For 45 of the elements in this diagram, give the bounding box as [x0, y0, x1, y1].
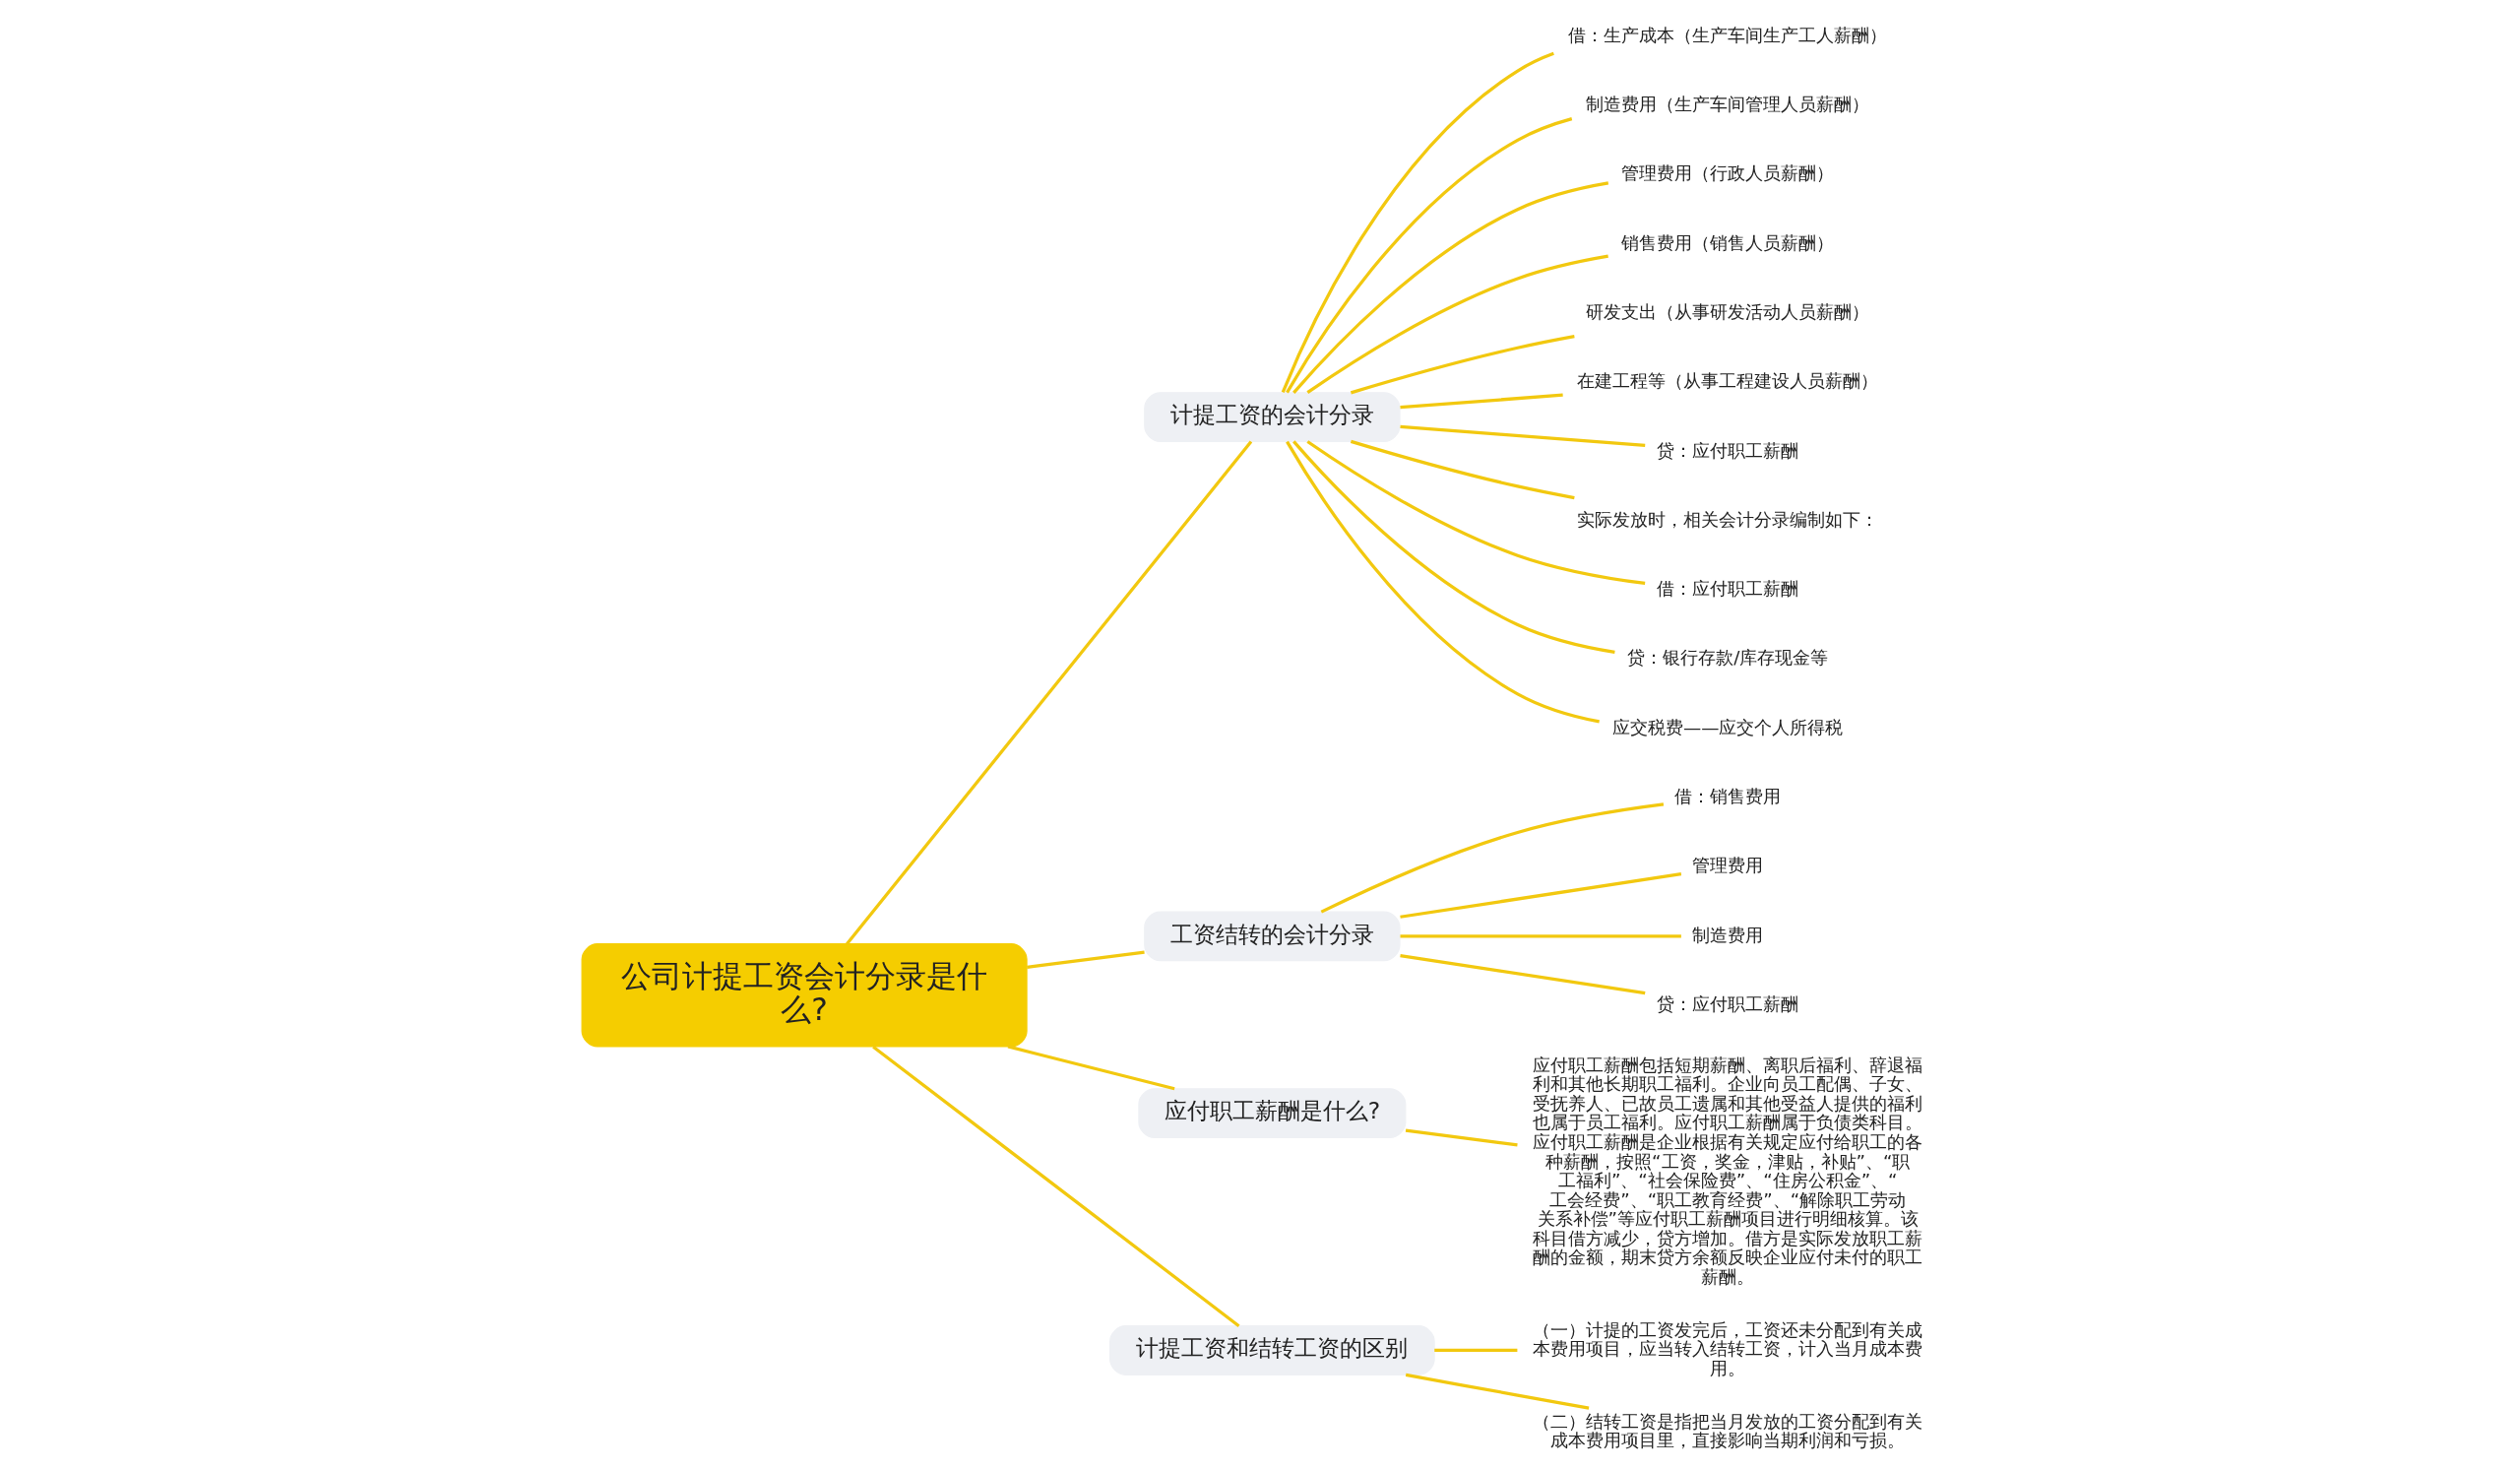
connector [1007, 1045, 1175, 1091]
connector [1405, 1128, 1518, 1147]
connector [1400, 393, 1563, 410]
node-text: （一）计提的工资发完后，工资还未分配到有关成本费用项目，应当转入结转工资，计入当月成本费用。 [1533, 1318, 1923, 1378]
node-text: 应交税费——应交个人所得税 [1612, 716, 1844, 737]
connector [1405, 1373, 1590, 1410]
connector [1292, 181, 1609, 394]
connector [846, 440, 1253, 945]
connector [1400, 954, 1646, 995]
node-text: 借：生产成本（生产车间生产工人薪酬） [1568, 24, 1888, 45]
connector [1320, 802, 1665, 914]
node-text: 借：销售费用 [1674, 786, 1782, 807]
node-text: 制造费用 [1692, 924, 1764, 945]
node-text: 贷：银行存款/库存现金等 [1627, 647, 1829, 669]
connector [1286, 440, 1600, 724]
node-box: 工资结转的会计分录 [1144, 911, 1401, 962]
connector [1350, 439, 1575, 500]
node-text: 借：应付职工薪酬 [1657, 578, 1799, 600]
node-text: 在建工程等（从事工程建设人员薪酬） [1577, 370, 1879, 392]
connector [1306, 254, 1608, 394]
connector [1434, 1348, 1518, 1353]
connector [1400, 934, 1681, 938]
node-text: 应付职工薪酬包括短期薪酬、离职后福利、辞退福利和其他长期职工福利。企业向员工配偶、子女、受抚养人、已故员工遗属和其他受益人提供的福利也属于员工福利。应付职工薪酬属于负债类科目。应付职工薪酬是企业根据有关规定应付给职工的各种薪酬，按照“工资，奖金，津贴，补贴”、“职工福利”、“社会保险费”、“住房公积金”、“工会经费”、“职工教育经费”、“解除职工劳动关系补偿”等应付职工薪酬项目进行明细核算。该科目借方减少，贷方增加。借方是实际发放职工薪酬的金额，期末贷方余额反映企业应付未付的职工薪酬。 [1533, 1054, 1923, 1287]
connector [1281, 51, 1554, 394]
node-text: 贷：应付职工薪酬 [1657, 439, 1799, 461]
node-text: 制造费用（生产车间管理人员薪酬） [1586, 94, 1870, 114]
connector [1400, 872, 1682, 919]
node-text: 管理费用 [1692, 855, 1764, 876]
node-text: 管理费用（行政人员薪酬） [1621, 162, 1835, 184]
node-text: 贷：应付职工薪酬 [1657, 993, 1799, 1015]
node-box: 计提工资和结转工资的区别 [1109, 1325, 1435, 1375]
connector [1350, 335, 1575, 395]
node-box: 应付职工薪酬是什么? [1138, 1088, 1407, 1138]
node-text: （二）结转工资是指把当月发放的工资分配到有关成本费用项目里，直接影响当期利润和亏损。 [1533, 1410, 1923, 1451]
node-box: 公司计提工资会计分录是什么? [581, 943, 1028, 1048]
connector [1286, 117, 1573, 394]
connector [1292, 440, 1615, 654]
node-text: 销售费用（销售人员薪酬） [1621, 231, 1835, 253]
node-box: 计提工资的会计分录 [1144, 392, 1401, 442]
connector [872, 1045, 1240, 1327]
node-text: 研发支出（从事研发活动人员薪酬） [1586, 300, 1870, 322]
connector [1400, 424, 1646, 448]
connector [1027, 950, 1145, 969]
connector [1306, 440, 1646, 586]
node-text: 实际发放时，相关会计分录编制如下： [1577, 508, 1879, 530]
